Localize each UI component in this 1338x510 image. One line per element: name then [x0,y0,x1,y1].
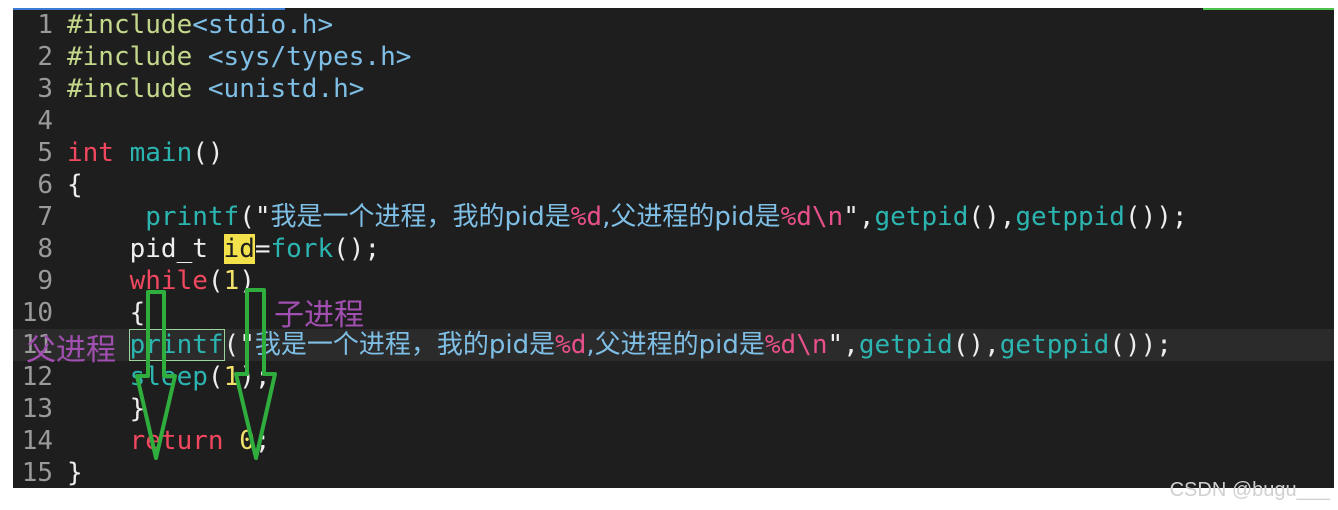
code-token: () [192,138,224,168]
code-token: getpid [858,330,953,360]
code-token: ()); [1109,330,1172,360]
code-line[interactable]: 15} [13,457,1334,489]
code-token: 我是一个进程，我的pid是 [254,330,556,360]
code-text: { [67,297,146,329]
code-token: getppid [999,330,1110,360]
code-text: printf("我是一个进程，我的pid是%d,父进程的pid是%d\n",ge… [67,201,1188,233]
code-text: #include<stdio.h> [67,9,333,41]
code-token: printf [128,329,225,361]
code-text: int main() [67,137,224,169]
code-line[interactable]: 4 [13,105,1334,137]
line-number: 7 [37,202,53,232]
code-token: ( [207,362,224,392]
code-token: (), [952,330,1000,360]
code-text: pid_t id=fork(); [67,233,380,265]
code-token: pid_t [67,234,224,264]
code-text: printf("我是一个进程，我的pid是%d,父进程的pid是%d\n",ge… [67,329,1172,361]
code-text: #include <sys/types.h> [67,41,411,73]
code-token: #include [67,42,193,72]
code-token: #include [67,74,193,104]
code-line[interactable]: 3 #include <unistd.h> [13,73,1334,105]
code-line[interactable]: 14 return 0; [13,425,1334,457]
code-token: fork [270,234,334,264]
code-token: getpid [874,202,969,232]
code-text: } [67,457,83,489]
watermark: CSDN @bugu___ [1169,479,1330,501]
line-number: 4 [37,106,53,136]
code-token: 1 [223,362,240,392]
code-token: ()); [1124,202,1188,232]
code-token: %d [555,330,587,360]
code-line[interactable]: 13 } [13,393,1334,425]
code-text: #include <unistd.h> [67,73,364,105]
line-number: 14 [21,426,53,456]
child-arrow-icon [234,288,277,460]
code-token: 1 [223,266,240,296]
code-token: return [129,426,224,456]
code-token: (" [239,202,271,232]
code-line[interactable]: 9 while(1) [13,265,1334,297]
code-token: ", [827,330,859,360]
scroll-indicator [1203,8,1334,10]
code-token: main [129,138,193,168]
line-number: 2 [37,42,53,72]
code-token: %d [570,202,603,232]
code-token: getppid [1015,202,1125,232]
code-token: <unistd.h> [192,74,365,104]
parent-arrow-icon [135,290,177,460]
code-token: ,父进程的pid是 [586,330,765,360]
code-line[interactable]: 2 #include <sys/types.h> [13,41,1334,73]
code-token: int [67,138,114,168]
line-number: 10 [21,298,53,328]
code-token: (), [968,202,1016,232]
code-line[interactable]: 6{ [13,169,1334,201]
code-token: (" [223,330,255,360]
code-token: ,父进程的pid是 [602,202,781,232]
tab-indicator [13,8,285,10]
line-number: 3 [37,74,53,104]
code-token: (); [333,234,381,264]
child-process-label: 子进程 [274,299,364,332]
line-number: 1 [37,10,53,40]
code-token: { [67,170,83,200]
code-token: while [129,266,208,296]
code-token: <stdio.h> [192,10,334,40]
code-line[interactable]: 7 printf("我是一个进程，我的pid是%d,父进程的pid是%d\n",… [13,201,1334,233]
code-line[interactable]: 10 { [13,297,1334,329]
line-number: 8 [37,234,53,264]
parent-process-label: 父进程 [26,334,116,367]
code-line[interactable]: 8 pid_t id=fork(); [13,233,1334,265]
line-number: 12 [21,362,53,392]
code-text: return 0; [67,425,271,457]
code-token: { [67,298,146,328]
code-token: } [67,458,83,488]
line-number: 5 [37,138,53,168]
code-token: ", [843,202,875,232]
code-text: { [67,169,83,201]
code-line[interactable]: 11 printf("我是一个进程，我的pid是%d,父进程的pid是%d\n"… [13,329,1334,361]
line-number: 15 [21,458,53,488]
line-number: 6 [37,170,53,200]
code-token: <sys/types.h> [192,42,412,72]
code-token: printf [145,202,240,232]
line-number: 11 [21,330,53,360]
code-token: id [223,234,255,264]
code-token: #include [67,10,193,40]
line-number: 13 [21,394,53,424]
code-token: 我是一个进程，我的pid是 [270,202,571,232]
code-token: ( [207,266,224,296]
code-line[interactable]: 1 #include<stdio.h> [13,9,1334,41]
code-token: %d\n [780,202,844,232]
code-token: = [254,234,271,264]
line-number: 9 [37,266,53,296]
code-text: while(1) [67,265,255,297]
code-line[interactable]: 5 int main() [13,137,1334,169]
code-token: %d\n [764,330,828,360]
code-editor[interactable]: 1#include<stdio.h>2#include <sys/types.h… [13,8,1334,488]
